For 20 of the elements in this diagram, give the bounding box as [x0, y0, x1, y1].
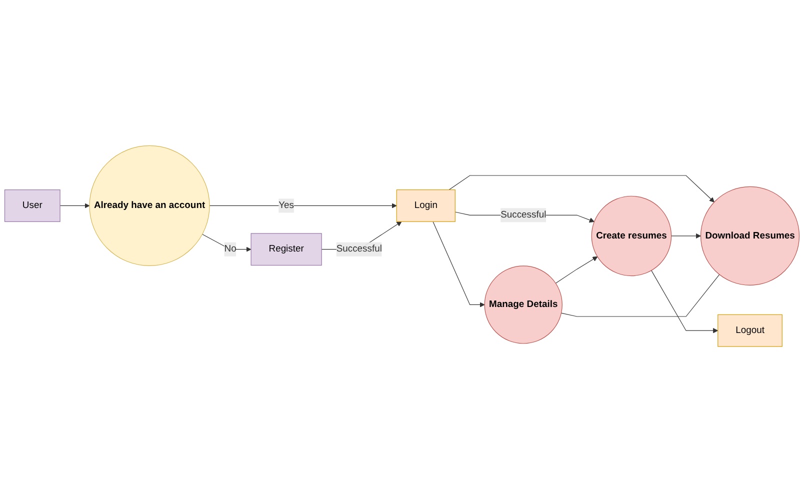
connector — [560, 274, 720, 318]
node-box: Register — [250, 234, 322, 266]
arrow — [432, 222, 485, 308]
arrow — [651, 270, 718, 334]
edge-label: No — [224, 244, 236, 254]
node-box: User — [4, 190, 60, 222]
edge-label: Successful — [336, 244, 382, 254]
edge-label: Successful — [500, 210, 546, 220]
arrow — [60, 204, 90, 209]
node-circle: Create resumes — [591, 196, 672, 276]
node-circle: Download Resumes — [700, 186, 800, 286]
node-circle: Already have an account — [89, 146, 210, 266]
arrow — [209, 204, 397, 209]
node-circle: Manage Details — [484, 266, 562, 344]
arrow — [555, 256, 598, 284]
node-box: Logout — [718, 314, 782, 348]
arrow — [671, 234, 701, 239]
arrow — [448, 176, 714, 203]
edge-label: Yes — [278, 200, 294, 211]
node-box: Login — [396, 190, 456, 222]
